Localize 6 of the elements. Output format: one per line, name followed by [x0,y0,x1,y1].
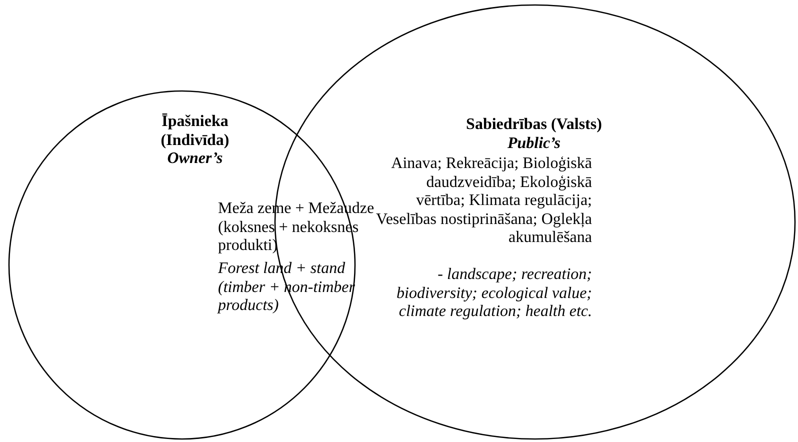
circle-subheading: Owner’s [166,150,224,168]
circle-heading: Īpašnieka (Indivīda) [160,113,230,150]
circle-heading: Sabiedrības (Valsts) [465,116,603,134]
circle-subheading: Public’s [506,135,562,154]
description-text: - landscape; recreation; biodiversity; ecological value; climate regulation; health etc. [396,266,592,322]
description-text: Ainava; Rekreācija; Bioloģiskā daudzveidība; Ekoloģiskā vērtība; Klimata regulācija; Veselības nostiprināšana; Oglekļa akumulēšana [375,155,592,248]
